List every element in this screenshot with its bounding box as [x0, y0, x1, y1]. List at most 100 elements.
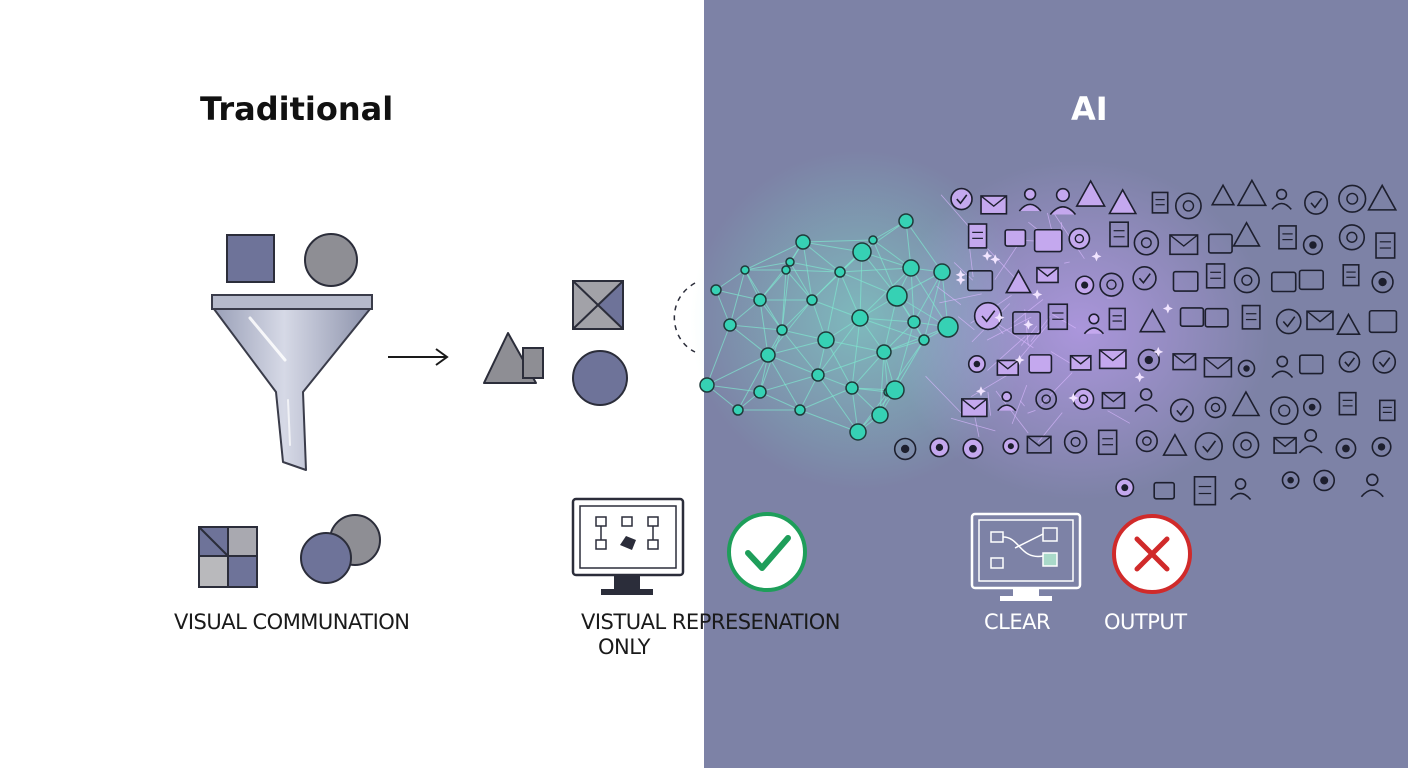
sparkle-icon [1068, 392, 1079, 403]
cloud-circle-icon [1099, 272, 1124, 297]
funnel-icon [211, 294, 373, 471]
arrow-right-icon [388, 348, 449, 366]
monitor-flowchart-icon [571, 497, 685, 595]
cloud-rect-icon [1012, 311, 1042, 335]
cloud-gear-icon [1281, 471, 1300, 490]
cloud-rect-icon [1153, 481, 1176, 500]
sparkle-icon [990, 254, 1001, 265]
cloud-doc-icon [1338, 391, 1357, 416]
crossed-square-icon [572, 280, 624, 330]
sparkle-icon [1032, 289, 1043, 300]
visual-communication-caption: VISUAL COMMUNATION [174, 610, 410, 634]
cloud-person-icon [1298, 429, 1323, 454]
cloud-tri-icon [1210, 183, 1236, 206]
cloud-person-icon [1083, 313, 1105, 335]
cloud-circle-icon [1068, 227, 1091, 250]
cloud-check-icon [1169, 398, 1194, 423]
cloud-gear-icon [1137, 348, 1161, 372]
cloud-doc-icon [1378, 399, 1396, 422]
cloud-gear-icon [962, 438, 984, 460]
cloud-doc-icon [1097, 429, 1118, 456]
circle-shape-icon [304, 233, 358, 287]
neural-network-icon [699, 194, 1131, 443]
cloud-check-icon [1304, 190, 1329, 215]
cloud-tri-icon [1336, 312, 1361, 335]
cloud-person-icon [1360, 473, 1384, 498]
cloud-doc-icon [1342, 264, 1360, 287]
clear-caption: CLEAR [984, 610, 1051, 634]
square-shape-icon [226, 234, 275, 283]
cloud-gear-icon [1371, 270, 1394, 294]
triangle-square-icon [483, 332, 544, 384]
cloud-circle-icon [1233, 267, 1260, 294]
cloud-env-icon [1036, 266, 1059, 284]
cloud-gear-icon [1371, 436, 1392, 457]
cloud-doc-icon [1108, 307, 1126, 331]
traditional-title: Traditional [200, 90, 394, 128]
circle-output-icon [572, 350, 628, 406]
cloud-env-icon [1172, 353, 1197, 371]
cloud-rect-icon [1368, 309, 1398, 334]
cloud-doc-icon [1047, 303, 1069, 331]
cloud-gear-icon [1313, 469, 1336, 492]
cloud-check-icon [1194, 432, 1223, 461]
cloud-rect-icon [1033, 228, 1063, 253]
input-shapes [226, 233, 358, 287]
cloud-person-icon [997, 391, 1017, 412]
cloud-person-icon [1229, 478, 1252, 501]
cloud-person-icon [1271, 355, 1294, 378]
cloud-gear-icon [929, 437, 950, 458]
cloud-env-icon [980, 195, 1008, 215]
cloud-check-icon [1372, 350, 1397, 374]
cloud-tri-icon [1236, 178, 1268, 207]
cloud-env-icon [1203, 357, 1233, 378]
cloud-check-icon [950, 187, 973, 211]
cloud-gear-icon [967, 355, 986, 374]
ai-title: AI [1071, 90, 1108, 128]
sparkle-icon [1153, 346, 1164, 357]
cloud-gear-icon [1002, 437, 1020, 455]
quad-grid-icon [198, 526, 258, 588]
cloud-doc-icon [1375, 232, 1396, 259]
cloud-rect-icon [1298, 269, 1324, 291]
cloud-env-icon [1026, 435, 1052, 454]
sparkle-icon [955, 275, 966, 286]
cloud-gear-icon [1302, 397, 1322, 417]
cloud-circle-icon [1035, 388, 1058, 410]
cloud-check-icon [1338, 351, 1361, 373]
cloud-gear-icon [1335, 438, 1357, 459]
cloud-person-icon [1049, 187, 1077, 216]
cloud-doc-icon [1205, 263, 1226, 289]
cloud-rect-icon [1204, 307, 1229, 328]
checkmark-circle-icon [727, 512, 807, 592]
sparkle-icon [982, 250, 993, 261]
cloud-env-icon [1273, 436, 1297, 454]
cloud-tri-icon [1108, 188, 1138, 215]
cloud-doc-icon [1241, 304, 1261, 330]
visual-representation-caption-line2: ONLY [598, 635, 650, 659]
cloud-circle-icon [1232, 431, 1260, 459]
cloud-tri-icon [1162, 433, 1188, 456]
cloud-person-icon [1018, 187, 1042, 212]
cloud-check-icon [1275, 308, 1302, 335]
sparkle-icon [955, 269, 966, 280]
cloud-doc-icon [1193, 475, 1217, 506]
cloud-env-icon [1306, 310, 1334, 331]
cloud-circle-icon [1063, 430, 1088, 454]
cloud-env-icon [1098, 349, 1127, 370]
cloud-gear-icon [1237, 359, 1256, 378]
cloud-tri-icon [1138, 308, 1166, 333]
cloud-circle-icon [1072, 388, 1095, 411]
output-caption: OUTPUT [1104, 610, 1187, 634]
cloud-gear-icon [1302, 234, 1324, 256]
sparkle-icon [975, 386, 986, 397]
cloud-person-icon [1134, 388, 1158, 413]
cloud-env-icon [1101, 391, 1126, 409]
sparkle-icon [1091, 251, 1102, 262]
monitor-diagram-icon [970, 512, 1082, 601]
visual-representation-caption: VISTUAL REPRESENATION [581, 610, 841, 634]
cloud-doc-icon [1151, 191, 1169, 214]
cloud-circle-icon [1204, 396, 1227, 419]
cloud-gear-icon [1115, 478, 1135, 498]
